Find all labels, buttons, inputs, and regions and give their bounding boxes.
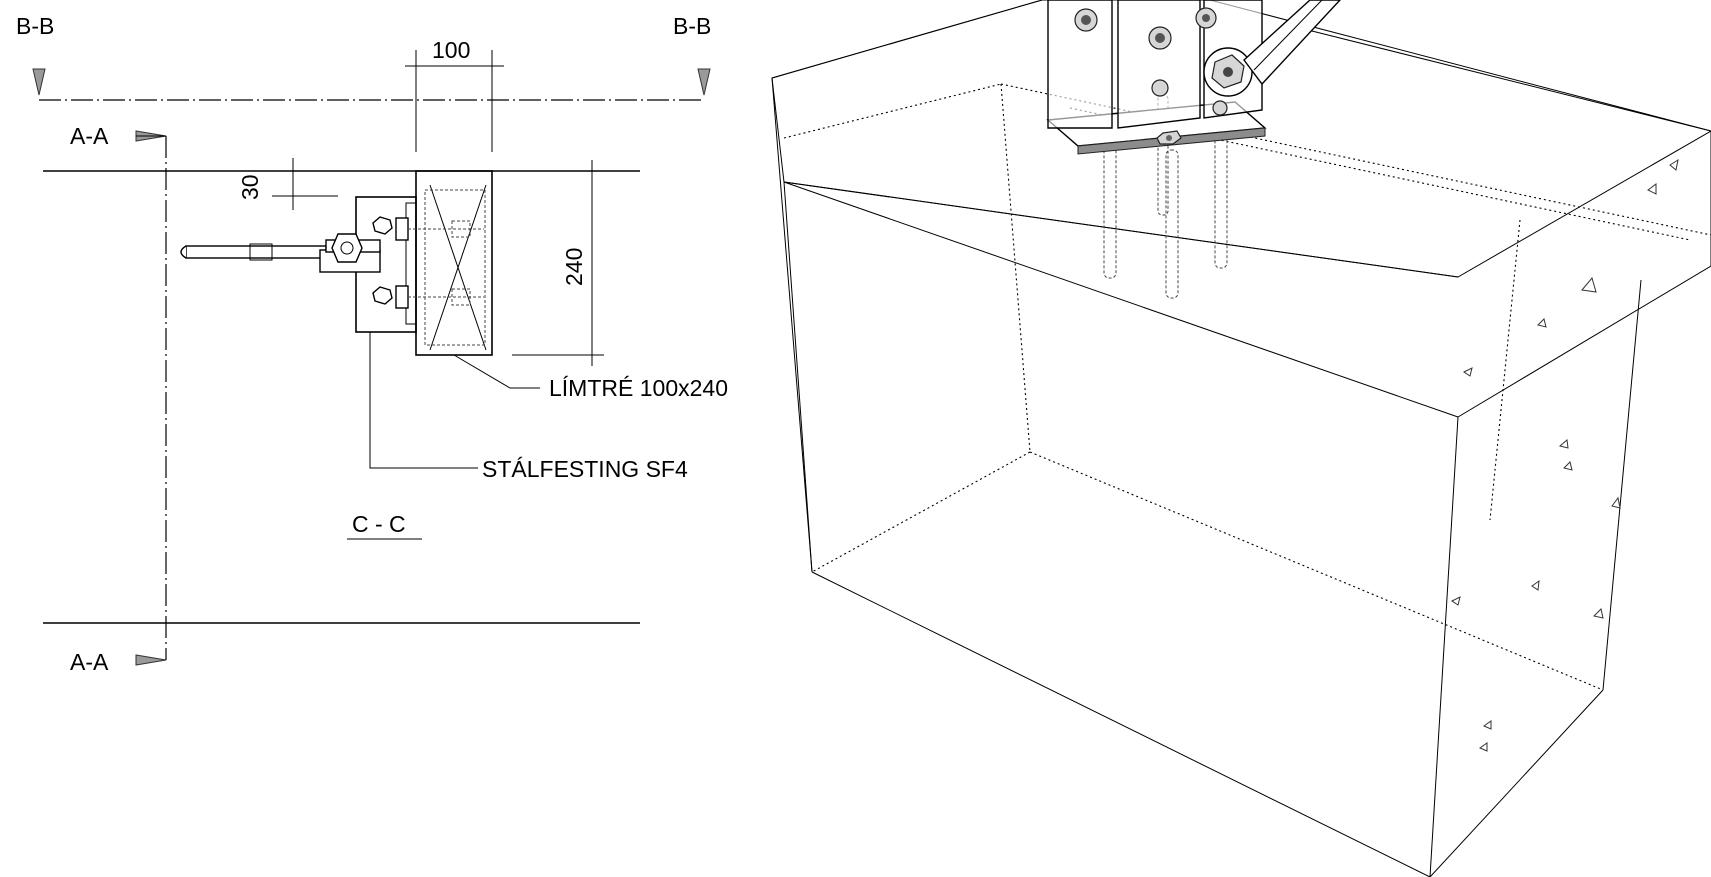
isometric-view	[771, 0, 1711, 877]
block-top-right-back	[1299, 27, 1711, 132]
hidden-right-inner	[1489, 219, 1521, 521]
upright-bolt-1-core	[1081, 15, 1091, 25]
aggregate-mark	[1558, 439, 1569, 449]
tension-rod	[185, 245, 327, 259]
pin-center-3d	[1223, 67, 1233, 77]
section-b-arrow-left	[32, 68, 46, 96]
timber-beam-section	[415, 170, 493, 356]
section-a-label-bottom: A-A	[70, 649, 109, 675]
dim-100-value: 100	[432, 37, 470, 63]
section-a-arrow-bottom	[135, 654, 167, 666]
bolt-head-top	[372, 216, 393, 235]
upright-bolt-2-core	[1155, 33, 1165, 43]
bracket-upright-left	[1047, 0, 1113, 129]
leader-timber	[453, 354, 540, 389]
timber-inner-hidden	[424, 189, 486, 346]
block-bottom-right-edge	[1429, 689, 1604, 877]
leader-bracket	[369, 332, 478, 469]
upright-bolt-3-core	[1202, 14, 1210, 22]
block-front-right-vertical	[1429, 416, 1459, 877]
aggregate-mark	[1478, 742, 1488, 752]
bracket-side-plate	[405, 202, 417, 325]
section-b-label-right: B-B	[673, 13, 711, 39]
upright-bolt-4	[1151, 79, 1169, 97]
aggregate-mark	[1537, 318, 1547, 328]
bracket-bolts	[372, 216, 484, 309]
aggregate-mark	[1593, 608, 1604, 619]
dim-30-value: 30	[237, 174, 263, 200]
aggregate-mark	[1611, 496, 1621, 509]
hidden-back-vertical	[1000, 83, 1031, 453]
block-step-edge	[783, 181, 1459, 278]
label-bracket: STÁLFESTING SF4	[482, 456, 688, 482]
bolt-nut-top-1	[395, 217, 409, 241]
block-back-right-vertical	[1602, 279, 1642, 691]
section-b-label-left: B-B	[16, 13, 54, 39]
block-front-left-vertical	[783, 181, 813, 573]
concrete-aggregate-marks	[1451, 158, 1679, 752]
base-bolt-center	[1166, 135, 1172, 141]
section-b-arrow-right	[697, 68, 711, 96]
tension-rod-3d-inner	[1253, 0, 1323, 71]
dim-240-value: 240	[561, 248, 587, 286]
aggregate-mark	[1669, 158, 1679, 171]
bolt-washer-top	[451, 220, 471, 238]
bolt-washer-bottom	[451, 288, 471, 306]
bolt-nut-bottom-1	[395, 285, 409, 309]
pin-head	[340, 241, 354, 255]
aggregate-mark	[1563, 461, 1573, 471]
pin-nut	[331, 233, 363, 263]
aggregate-mark	[1463, 367, 1473, 377]
block-front-top-edge	[783, 181, 1459, 418]
section-plan-view: B-B B-B A-A A-A 100 30 240	[16, 13, 728, 675]
tension-rod-end	[180, 245, 187, 259]
steel-bracket-3d	[1046, 0, 1341, 155]
bracket-upright-mid	[1117, 0, 1201, 129]
section-a-label-top: A-A	[70, 123, 109, 149]
tension-rod-assembly	[180, 233, 381, 273]
bolt-head-bottom	[372, 286, 393, 305]
block-top-back-edge	[771, 0, 1043, 79]
hidden-back-bottom-left	[811, 451, 1031, 573]
hidden-back-bottom-right	[1029, 451, 1604, 691]
tension-rod-3d	[1243, 0, 1341, 86]
block-right-top-slope	[1457, 265, 1711, 418]
aggregate-mark	[1531, 579, 1540, 591]
block-bottom-front-edge	[811, 571, 1431, 877]
tension-rod-sleeve	[249, 243, 273, 261]
anchor-rod-3	[1214, 129, 1228, 269]
anchor-rod-2	[1165, 149, 1179, 299]
aggregate-mark	[1647, 183, 1657, 195]
label-timber: LÍMTRÉ 100x240	[549, 375, 728, 401]
aggregate-mark	[1451, 596, 1461, 606]
upright-bolt-5	[1212, 100, 1228, 116]
block-left-vertical	[771, 77, 813, 573]
anchor-rod-1	[1103, 139, 1117, 279]
view-title-c-c: C - C	[352, 511, 406, 537]
aggregate-mark	[1482, 720, 1492, 730]
hidden-back-top	[783, 83, 1002, 139]
aggregate-mark	[1581, 276, 1597, 293]
timber-cross-2	[429, 184, 487, 351]
